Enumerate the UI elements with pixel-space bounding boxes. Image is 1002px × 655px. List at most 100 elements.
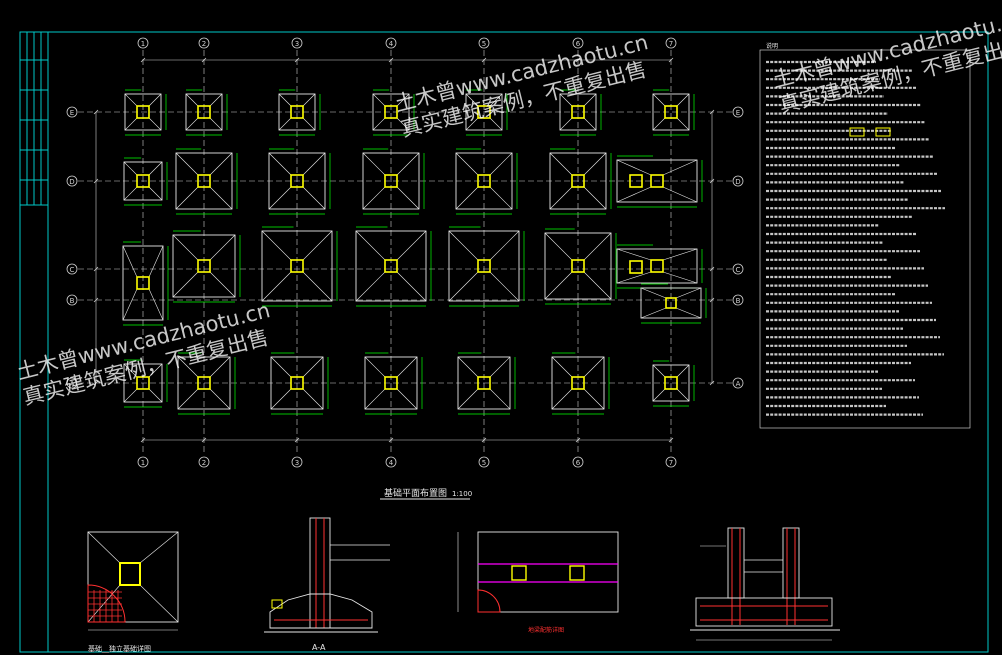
footing-slope-line	[396, 388, 418, 410]
footing-slope-line	[362, 186, 386, 210]
column	[664, 376, 678, 390]
dimension-tick	[709, 297, 715, 303]
footing-slope-line	[549, 186, 573, 210]
footing-outline	[465, 93, 503, 131]
footing-slope-line	[559, 93, 573, 107]
dimension-tick	[294, 437, 300, 443]
footing-slope-line	[302, 152, 326, 176]
axis-bubble	[385, 37, 397, 49]
footing-slope-line	[148, 117, 162, 131]
footing-slope-line	[583, 271, 612, 300]
footing-small	[652, 360, 695, 407]
column	[384, 376, 398, 390]
footing-outline	[455, 152, 513, 210]
column	[384, 105, 398, 119]
footing-slope-line	[302, 356, 324, 378]
dimension-tick	[668, 437, 674, 443]
footing-slope-line	[209, 186, 233, 210]
dimension-tick	[93, 266, 99, 272]
axis-bubble	[66, 175, 78, 187]
footing-slope-line	[675, 307, 702, 319]
footing-slope-line	[652, 388, 666, 402]
footing-slope-line	[652, 93, 666, 107]
footing-slope-line	[302, 388, 324, 410]
footing-slope-line	[396, 271, 427, 302]
footing-slope-line	[185, 117, 199, 131]
notes-panel: 说明1. 本工程基础采用柱下独立基础，基础持力层为第二层粉质粘土。2. 地基承载…	[759, 42, 971, 429]
note-detail-icon	[849, 127, 865, 137]
footing-slope-line	[209, 93, 223, 107]
section-mark	[271, 599, 283, 609]
dimension-tick	[709, 178, 715, 184]
footing-slope-line	[396, 117, 410, 131]
axis-bubble	[198, 37, 210, 49]
footing-slope-line	[465, 117, 479, 131]
footing-outline	[355, 230, 427, 302]
dimension-tick	[93, 380, 99, 386]
footing-outline	[372, 93, 410, 131]
footing-slope-line	[123, 363, 138, 378]
footing-slope-line	[396, 93, 410, 107]
axis-label: 3	[295, 40, 299, 48]
column	[629, 174, 643, 188]
column	[571, 259, 585, 273]
axis-label: C	[70, 266, 75, 274]
axis-bubble	[385, 456, 397, 468]
dimension-tick	[575, 437, 581, 443]
column	[197, 105, 211, 119]
footing-medium	[551, 352, 610, 415]
dimension-tick	[481, 57, 487, 63]
footing-medium	[270, 352, 329, 415]
footing-slope-line	[396, 230, 427, 261]
footing-slope-line	[455, 152, 479, 176]
footing-slope-line	[457, 356, 479, 378]
footing-large	[448, 226, 525, 307]
dimension-tick	[93, 297, 99, 303]
axis-bubble	[572, 456, 584, 468]
dimension-tick	[201, 437, 207, 443]
footing-outline	[122, 245, 164, 321]
footing-detail: 基础__独立基础详图	[87, 531, 179, 653]
footing-slope-line	[209, 152, 233, 176]
axis-bubble	[572, 37, 584, 49]
column	[384, 259, 398, 273]
column	[665, 297, 677, 309]
footing-slope-line	[268, 186, 292, 210]
axis-bubble	[665, 456, 677, 468]
axis-label: 7	[669, 459, 673, 467]
axis-label: 4	[389, 40, 394, 48]
footing-combined	[640, 283, 707, 324]
dimension-tick	[201, 57, 207, 63]
footing-slope-line	[302, 93, 316, 107]
footing-slope-line	[489, 271, 520, 302]
axis-label: 5	[482, 459, 486, 467]
footing-outline	[268, 152, 326, 210]
footing-small	[559, 89, 602, 136]
footing-slope-line	[396, 356, 418, 378]
footing-outline	[448, 230, 520, 302]
axis-bubble	[478, 37, 490, 49]
footing-slope-line	[177, 356, 199, 378]
beam-outline	[477, 531, 619, 613]
column	[290, 376, 304, 390]
footing-medium	[549, 148, 612, 215]
footing-slope-line	[172, 271, 199, 298]
dimension-tick	[294, 57, 300, 63]
footing-outline	[362, 152, 420, 210]
axis-label: 6	[576, 40, 581, 48]
axis-label: 6	[576, 459, 581, 467]
axis-label: 2	[202, 40, 206, 48]
footing-slope-line	[122, 288, 138, 321]
drawing-frame	[19, 31, 989, 653]
footing-medium	[457, 352, 516, 415]
footing-large	[355, 226, 432, 307]
footing-outline	[616, 248, 698, 284]
axis-bubble	[66, 106, 78, 118]
footing-slope-line	[551, 388, 573, 410]
axis-label: E	[736, 109, 740, 117]
footing-slope-line	[662, 159, 698, 176]
column	[197, 259, 211, 273]
axis-bubble	[732, 106, 744, 118]
